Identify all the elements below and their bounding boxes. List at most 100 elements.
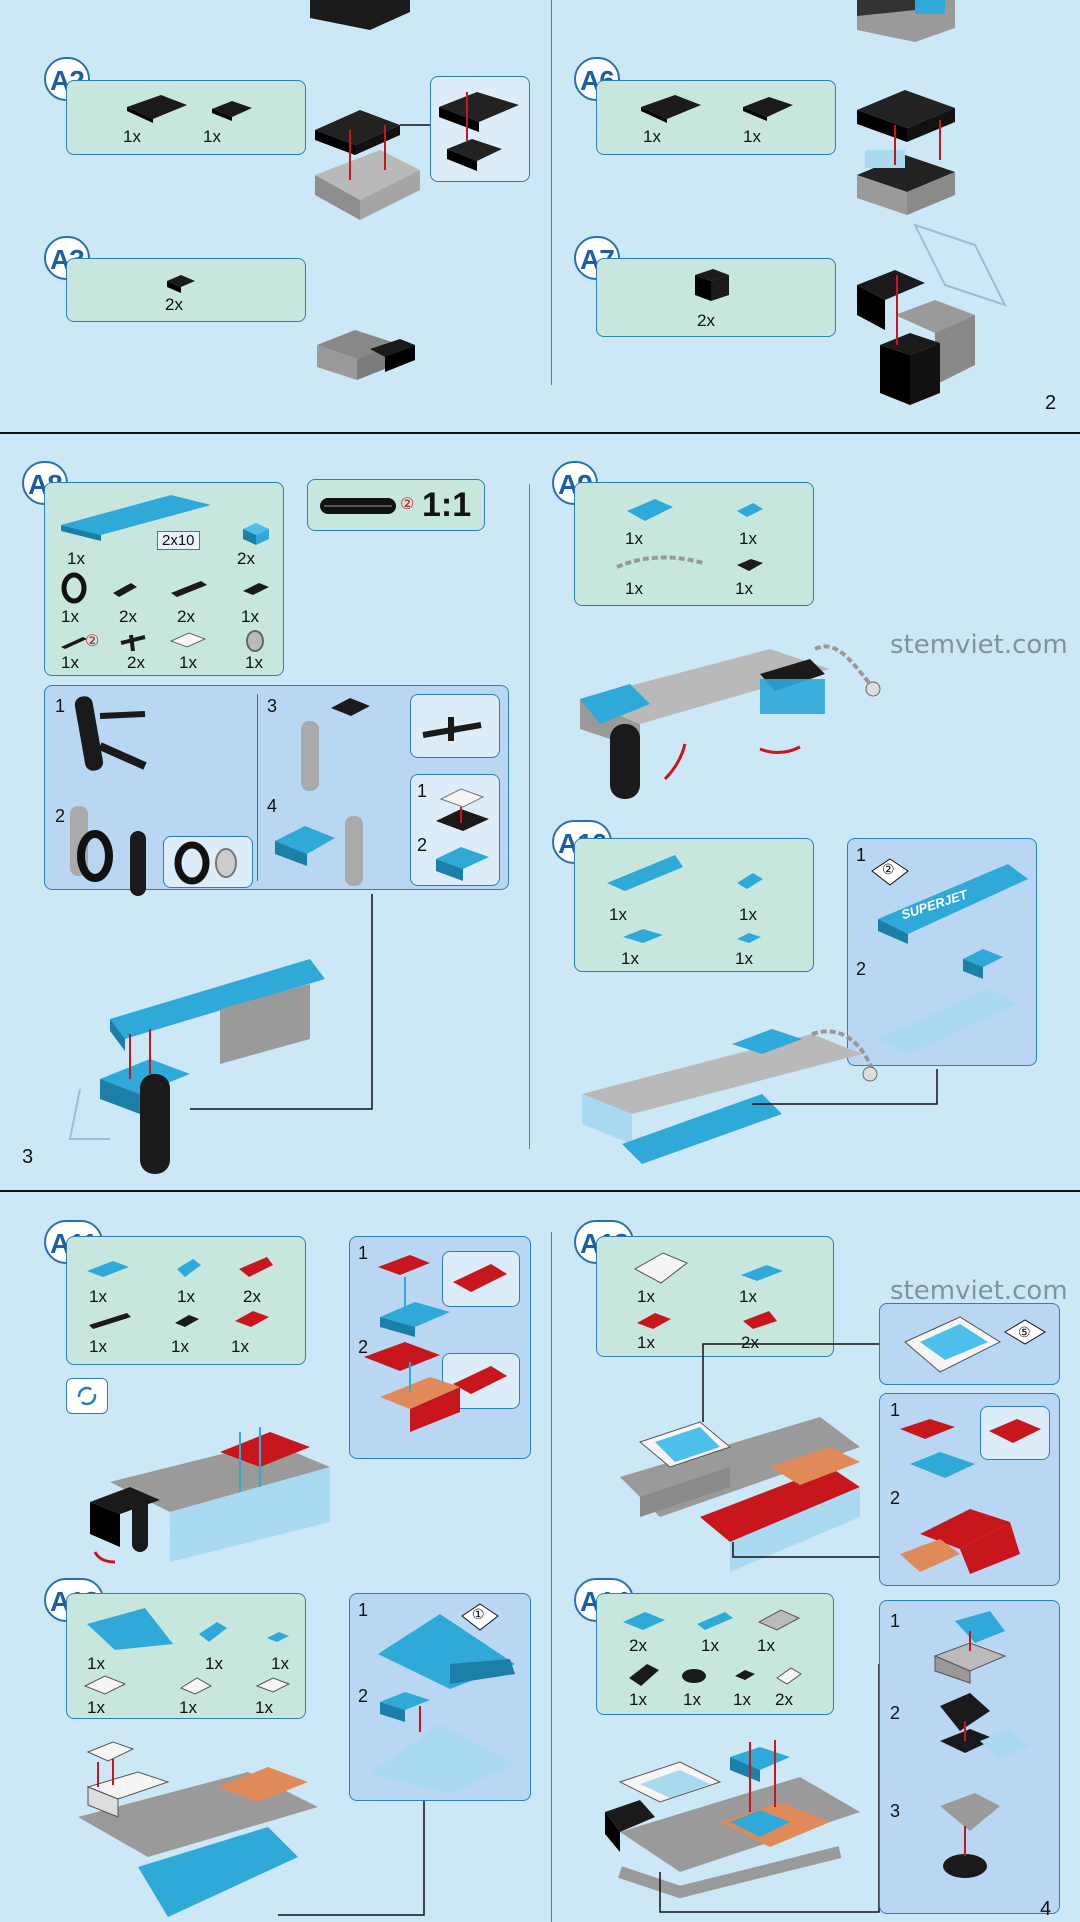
- page-3-divider: [529, 484, 530, 1149]
- a8-plate-inset: 1 2: [410, 774, 500, 886]
- bracket-black-icon: [167, 275, 195, 293]
- qty-a13-1: 1x: [637, 1287, 655, 1306]
- qty-a12-5: 1x: [179, 1698, 197, 1717]
- a10-sticker-number: ②: [882, 861, 895, 877]
- a11-sub-art: [364, 1255, 460, 1432]
- qty-a6-1: 1x: [643, 127, 661, 146]
- a12-sticker-badge: [461, 1603, 499, 1631]
- a6-assembly-illustration: [857, 90, 955, 215]
- a13-substep-2: 2: [890, 1488, 901, 1508]
- qty-a12-3: 1x: [271, 1654, 289, 1673]
- plate-2x3-black-icon-a6: [641, 95, 701, 123]
- qty-a11-6: 1x: [231, 1337, 249, 1356]
- qty-a10-2: 1x: [739, 905, 757, 924]
- qty-a2-1: 1x: [123, 127, 141, 146]
- tire-icon: [61, 572, 87, 604]
- parts-box-a7: 2x: [596, 258, 836, 337]
- plate-1x2-black-icon: [212, 101, 252, 121]
- page-number-2: 2: [1045, 392, 1057, 414]
- a11-sub-assembly-panel: 1 2: [349, 1236, 531, 1459]
- a3-assembly-illustration: [317, 330, 415, 380]
- a10-substep-1: 1: [856, 845, 867, 865]
- qty-a13-2: 1x: [739, 1287, 757, 1306]
- a11-inset-1-art: [453, 1264, 507, 1292]
- page-4-panel: A11 1x 1x 2x 1x 1x 1x 1 2: [0, 1192, 1080, 1922]
- a9-assembly-illustration: [580, 644, 881, 799]
- a12-sticker-number: ①: [472, 1606, 485, 1622]
- a8-main-assembly-illustration: [68, 894, 373, 1174]
- bracket-grey-icon-a14: [757, 1609, 801, 1631]
- a8-pin-inset-art: [422, 717, 482, 741]
- qty-a12-1: 1x: [87, 1654, 105, 1673]
- plate-1x1-black-icon-a14: [735, 1670, 755, 1680]
- qty-a9-1: 1x: [625, 529, 643, 548]
- qty-a8-4: 2x: [119, 607, 137, 626]
- a13-windshield-inset: ⑤: [879, 1303, 1060, 1385]
- qty-a8-5: 2x: [177, 607, 195, 626]
- a13-windshield-art: [904, 1316, 1046, 1373]
- qty-a13-4: 2x: [741, 1333, 759, 1352]
- qty-a10-3: 1x: [621, 949, 639, 968]
- slope-azure-icon: [627, 499, 673, 521]
- a10-sub-assembly-panel: 1 2 ② SUPERJET: [847, 838, 1037, 1066]
- slope-black-icon-a14: [629, 1664, 659, 1686]
- axle-callout-circle: ②: [85, 633, 100, 650]
- a8-substep-2: 2: [55, 806, 66, 826]
- a14-substep-1: 1: [890, 1611, 901, 1631]
- qty-a12-6: 1x: [255, 1698, 273, 1717]
- a8-pin-inset: [410, 694, 500, 758]
- qty-a11-2: 1x: [177, 1287, 195, 1306]
- a11-substep-2: 2: [358, 1337, 369, 1357]
- slope-white-icon-a12: [179, 1677, 213, 1695]
- slope-azure-icon-a11: [177, 1259, 201, 1277]
- a10-sub-art: [878, 864, 1028, 1054]
- clip-black-icon: [737, 559, 763, 571]
- wedge-azure-icon: [607, 855, 683, 891]
- a14-assembly-illustration: [605, 1664, 880, 1913]
- a14-substep-3: 3: [890, 1801, 901, 1821]
- slope-small-azure-icon-a10: [737, 873, 763, 889]
- a10-sticker-badge: [871, 858, 909, 886]
- qty-a14-5: 1x: [683, 1690, 701, 1709]
- watermark-page4: stemviet.com: [890, 1276, 1068, 1306]
- parts-box-a8: 2x10 1x 2x 1x 2x 2x 1x ② 1x 2x 1x 1x: [44, 482, 284, 676]
- a11-substep-1: 1: [358, 1243, 369, 1263]
- a13-assembly-illustration: [620, 1343, 879, 1572]
- round-plate-black-icon-a14: [682, 1669, 706, 1683]
- qty-a6-2: 1x: [743, 127, 761, 146]
- page-4-divider: [551, 1232, 552, 1922]
- a10-substep-2: 2: [856, 959, 867, 979]
- windshield-white-icon: [633, 1252, 688, 1284]
- scale-ratio-label: 1:1: [422, 486, 472, 524]
- qty-a10-4: 1x: [735, 949, 753, 968]
- wedge-red-icon-a13: [743, 1311, 777, 1329]
- a12-substep-2: 2: [358, 1686, 369, 1706]
- plate-azure-icon-a10: [623, 929, 663, 943]
- qty-a14-3: 1x: [757, 1636, 775, 1655]
- parts-box-a10: 1x 1x 1x 1x: [574, 838, 814, 972]
- chain-icon: [616, 555, 704, 569]
- technic-pin-icon: [113, 583, 137, 597]
- technic-pin-icon-a11: [89, 1313, 131, 1329]
- page-3-panel: A8 2x10 1x 2x 1x 2x 2x 1x ② 1x 2x 1x 1x: [0, 434, 1080, 1192]
- a2-sub-assembly-inset: [430, 76, 530, 182]
- qty-a11-1: 1x: [89, 1287, 107, 1306]
- qty-a11-3: 2x: [243, 1287, 261, 1306]
- a7-assembly-illustration: [857, 223, 1007, 405]
- liftarm-icon: [171, 581, 207, 597]
- slope-small-azure-icon: [737, 503, 763, 517]
- a8-plate-inset-art: [436, 788, 489, 881]
- a10-assembly-illustration: [582, 1029, 938, 1164]
- a8-sub-divider: [257, 694, 258, 881]
- tile-azure-icon-a12: [267, 1632, 289, 1642]
- a8-inset-substep-2: 2: [417, 835, 428, 855]
- pin-cross-icon: [120, 634, 146, 652]
- slope-azure-icon-a12: [199, 1622, 227, 1642]
- plate-red-icon-a11: [235, 1311, 269, 1327]
- parts-box-a14: 2x 1x 1x 1x 1x 1x 2x: [596, 1593, 834, 1715]
- qty-a12-4: 1x: [87, 1698, 105, 1717]
- qty-a11-5: 1x: [171, 1337, 189, 1356]
- a14-substep-2: 2: [890, 1703, 901, 1723]
- a11-assembly-illustration: [90, 1427, 330, 1564]
- a8-sub-assembly-panel: 1 2 3 4 1 2: [44, 685, 509, 896]
